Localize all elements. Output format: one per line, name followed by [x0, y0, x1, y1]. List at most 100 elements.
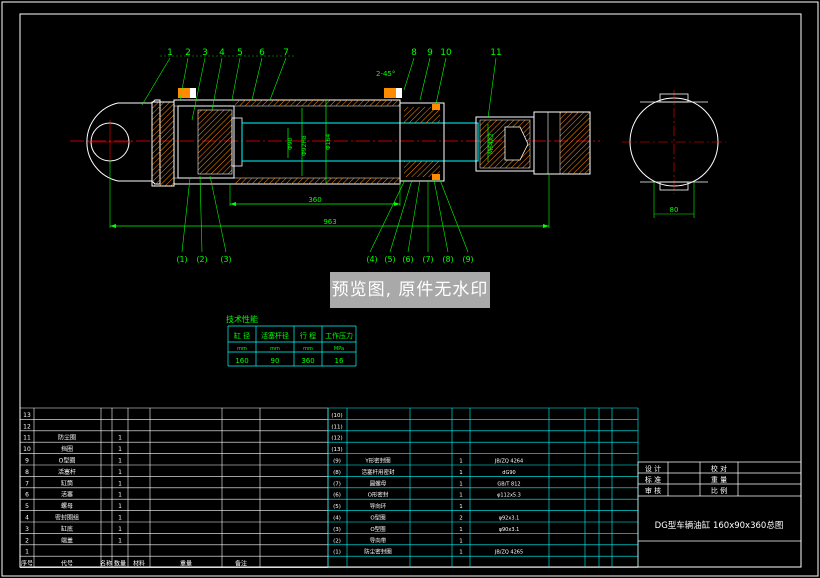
bom-left-qty: 1 [118, 492, 122, 499]
tech-header: 活塞杆径 [261, 331, 289, 340]
part-number-bottom: (9) [462, 255, 473, 264]
bom-left-row-number: 6 [25, 492, 29, 499]
bom-right-qty: 1 [459, 538, 463, 544]
bom-left-row-number: 11 [23, 435, 31, 442]
title-block-label: 设 计 [645, 464, 661, 473]
bom-right-qty: 1 [459, 481, 463, 487]
bom-left-qty: 1 [118, 446, 122, 453]
gland [399, 102, 445, 182]
dim-side-width: 80 [670, 206, 679, 214]
cylinder-side-view [622, 90, 726, 218]
bom-left-name: 螺母 [61, 502, 73, 510]
part-number-top: 2 [185, 48, 191, 58]
bom-right-row-number: (6) [333, 493, 341, 499]
watermark-banner: 预览图, 原件无水印 [330, 272, 490, 308]
tech-table-title: 技术性能 [226, 314, 258, 324]
bom-left-row-number: 7 [25, 480, 29, 487]
title-block-label: 比 例 [711, 486, 727, 495]
bom-left-footer: 备注 [235, 560, 247, 568]
bom-right-row-number: (13) [331, 447, 342, 453]
bom-right-row-number: (2) [333, 538, 341, 544]
part-number-bottom: (2) [196, 255, 207, 264]
part-number-top: 5 [237, 48, 243, 58]
bom-left-footer: 材料 [133, 560, 145, 568]
inner-frame [19, 13, 802, 568]
part-number-bottom: (5) [384, 255, 395, 264]
bom-table-left: 13121110987654321防尘圈挡圈O型圈活塞杆缸筒活塞螺母密封圈组缸底… [19, 407, 329, 568]
bom-right-row-number: (10) [331, 413, 342, 419]
bom-right-code: φ92x3.1 [499, 516, 520, 522]
bom-left-qty: 1 [118, 435, 122, 442]
bom-left-qty: 1 [118, 458, 122, 465]
bom-left-footer: 序号 [21, 560, 33, 568]
bom-right-name: O型圈 [370, 525, 386, 533]
part-number-top: 10 [440, 48, 452, 58]
part-number-top: 7 [283, 48, 289, 58]
part-number-top: 3 [202, 48, 208, 58]
bom-left-row-number: 2 [25, 537, 29, 544]
part-number-top: 11 [490, 48, 501, 58]
dim-bore-large: Φ164 [325, 134, 332, 150]
bom-right-code: JB/ZQ 4265 [494, 550, 523, 556]
bom-right-row-number: (3) [333, 527, 341, 533]
bom-left-footer: 数量 [114, 560, 126, 568]
bom-right-row-number: (8) [333, 470, 341, 476]
bom-right-code: dG90 [502, 470, 515, 476]
bom-left-name: 活塞 [61, 491, 73, 499]
bom-right-row-number: (1) [333, 550, 341, 556]
part-number-top: 1 [167, 48, 173, 58]
tech-header: 工作压力 [325, 331, 353, 340]
piston [177, 105, 235, 179]
bom-left-row-number: 10 [23, 446, 31, 453]
tech-header: 缸 径 [234, 331, 250, 340]
bom-right-code: JB/ZQ 4264 [494, 459, 523, 465]
tech-header: 行 程 [300, 331, 316, 340]
bom-left-name: 缸底 [61, 525, 73, 533]
bom-right-row-number: (11) [331, 424, 342, 430]
bom-left-qty: 1 [118, 503, 122, 510]
cylinder-main-view [70, 55, 600, 253]
piston-rod [241, 122, 479, 162]
bom-left-footer: 代号 [61, 560, 73, 568]
bom-left-name: 缸筒 [61, 479, 73, 487]
bom-left-name: 挡圈 [61, 445, 73, 453]
bom-right-name: 防尘密封圈 [364, 548, 392, 556]
bom-right-qty: 1 [459, 504, 463, 510]
bom-left-qty: 1 [118, 515, 122, 522]
tech-value: 160 [235, 357, 248, 365]
bom-right-qty: 1 [459, 550, 463, 556]
part-number-top: 9 [427, 48, 433, 58]
dim-stroke: 360 [308, 196, 321, 204]
bom-left-qty: 1 [118, 480, 122, 487]
bom-right-qty: 1 [459, 470, 463, 476]
bom-left-row-number: 5 [25, 503, 29, 510]
bom-left-footer: 名称 [100, 560, 112, 568]
dim-overall: 963 [323, 218, 336, 226]
bom-table-right: (10)(11)(12)(13)(9)(8)(7)(6)(5)(4)(3)(2)… [327, 407, 639, 568]
bom-right-row-number: (7) [333, 481, 341, 487]
tech-unit: MPa [334, 346, 344, 352]
title-block-label: 校 对 [711, 464, 727, 473]
cylinder-bottom [151, 101, 175, 187]
bom-left-row-number: 3 [25, 526, 29, 533]
bom-right-name: O形密封 [368, 491, 389, 499]
bom-right-name: 导向环 [370, 502, 387, 510]
bom-right-row-number: (12) [331, 436, 342, 442]
bom-right-row-number: (4) [333, 516, 341, 522]
part-number-top: 6 [259, 48, 265, 58]
dim-thread: M64X2 [488, 133, 495, 154]
part-number-bottom: (3) [220, 255, 231, 264]
bom-left-name: 端盖 [61, 536, 73, 544]
bom-left-qty: 1 [118, 537, 122, 544]
title-block-label: 标 准 [645, 475, 661, 484]
part-number-bottom: (1) [176, 255, 187, 264]
bom-right-row-number: (9) [333, 459, 341, 465]
bom-left-row-number: 13 [23, 412, 31, 419]
bom-right-qty: 1 [459, 493, 463, 499]
bom-left-footer: 重量 [180, 560, 192, 568]
bom-right-name: 导向带 [370, 536, 387, 544]
tech-value: 360 [301, 357, 314, 365]
